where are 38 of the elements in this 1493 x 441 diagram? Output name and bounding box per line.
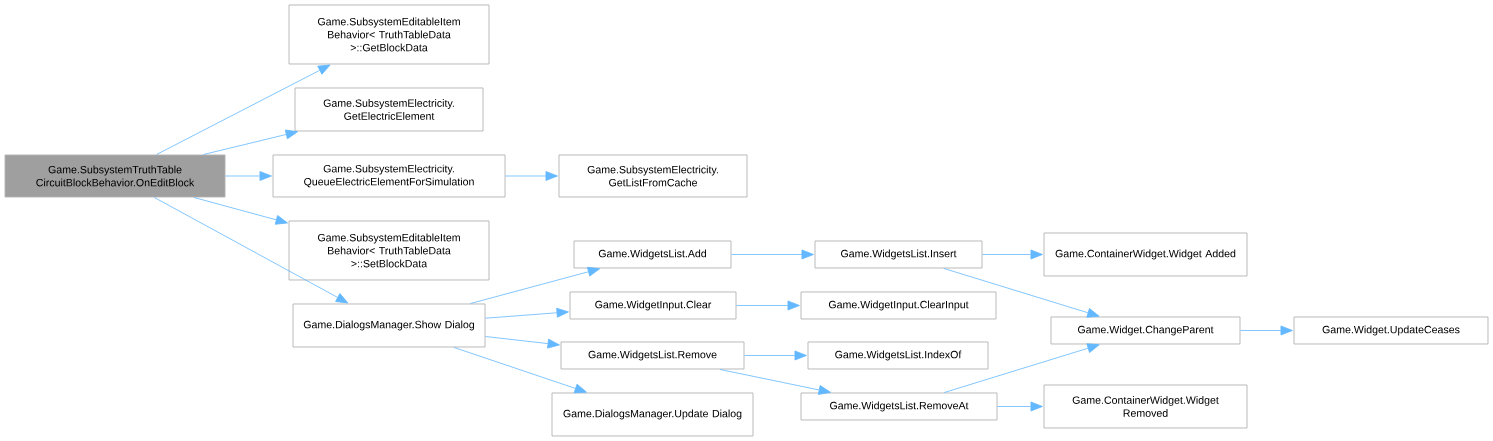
arrow xyxy=(943,343,1100,393)
function-box: Game.WidgetsList.RemoveAt xyxy=(800,392,998,421)
arrow xyxy=(453,347,587,394)
function-box: Game.DialogsManager.Update Dialog xyxy=(551,392,754,437)
function-box: Game.ContainerWidget.Widget Added xyxy=(1043,232,1248,277)
function-box: Game.ContainerWidget.Widget Removed xyxy=(1043,384,1248,429)
function-box: Game.DialogsManager.Show Dialog xyxy=(292,303,486,348)
arrow xyxy=(997,401,1043,412)
function-box: Game.WidgetsList.IndexOf xyxy=(807,341,989,370)
function-box: Game.Widget.ChangeParent xyxy=(1050,316,1241,345)
arrow xyxy=(736,300,800,311)
function-box: Game.SubsystemEditableItem Behavior< TruthTableData >::SetBlockData xyxy=(288,220,490,281)
arrow xyxy=(153,197,349,304)
function-box: Game.SubsystemElectricity. QueueElectricElementForSimulation xyxy=(272,154,506,198)
arrow xyxy=(719,369,831,395)
function-box: Game.WidgetInput.ClearInput xyxy=(800,291,997,320)
function-box: Game.WidgetsList.Insert xyxy=(814,240,983,269)
function-box: Game.Widget.UpdateCeases xyxy=(1293,316,1489,345)
arrow xyxy=(470,266,601,304)
function-box: Game.SubsystemElectricity. GetListFromCache xyxy=(558,154,748,198)
arrow xyxy=(744,350,807,361)
arrow xyxy=(731,249,814,260)
function-box: Game.WidgetsList.Remove xyxy=(560,341,745,370)
function-box: Game.WidgetInput.Clear xyxy=(569,291,737,320)
arrow xyxy=(485,307,569,319)
arrow xyxy=(982,249,1043,260)
arrow xyxy=(193,197,288,225)
arrow xyxy=(156,64,331,155)
arrow xyxy=(505,171,558,181)
arrow xyxy=(203,129,298,155)
function-box: Game.WidgetsList.Add xyxy=(573,240,732,269)
function-box: Game.SubsystemElectricity. GetElectricElement xyxy=(294,87,484,132)
arrow xyxy=(225,171,272,181)
function-box: Game.SubsystemEditableItem Behavior< TruthTableData >::GetBlockData xyxy=(288,4,490,65)
arrow xyxy=(943,268,1100,318)
arrow xyxy=(485,336,560,349)
function-box: Game.SubsystemTruthTable CircuitBlockBehavior.OnEditBlock xyxy=(4,154,226,198)
arrow xyxy=(1240,325,1293,336)
